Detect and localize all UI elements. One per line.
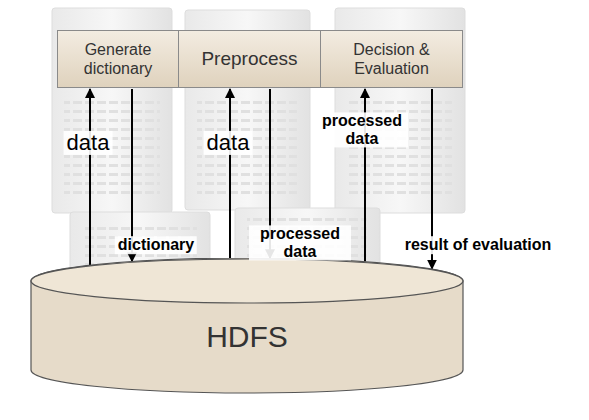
edge-label: processed data [316,112,408,147]
process-name: Generate dictionary [58,36,178,82]
data-flow-arrow [89,89,91,265]
process-box: Generate dictionary [57,30,179,88]
edge-label: data [204,131,253,155]
storage-name: HDFS [206,320,288,354]
edge-label: result of evaluation [402,236,555,254]
edge-label: dictionary [115,236,197,254]
cylinder-body [31,258,463,393]
edge-label: processed data [249,225,351,260]
cylinder-top [31,259,463,303]
process-box: Preprocess [178,30,321,88]
process-name: Decision & Evaluation [321,36,462,82]
process-box: Decision & Evaluation [320,30,463,88]
storage-cylinder: HDFS [30,258,464,394]
back-servers [52,8,465,213]
process-name: Preprocess [195,44,303,75]
edge-label: data [64,131,113,155]
data-flow-arrow [229,89,231,258]
